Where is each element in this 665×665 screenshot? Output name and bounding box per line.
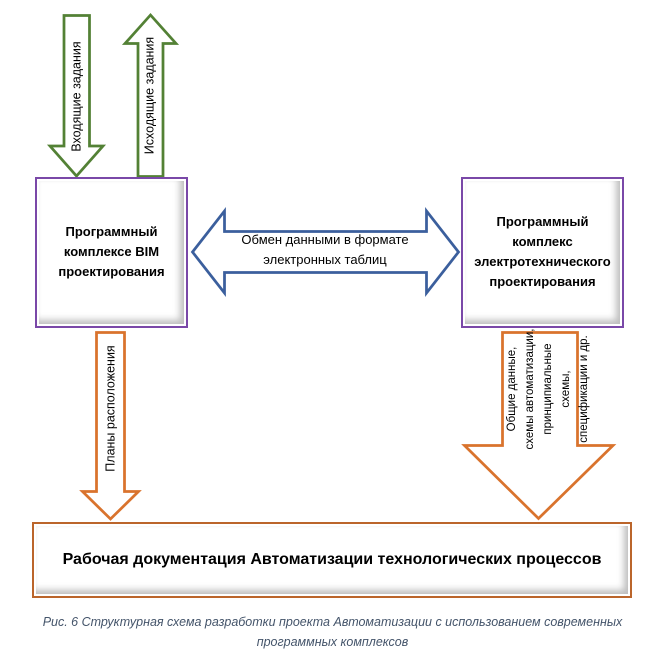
figure-caption: Рис. 6 Структурная схема разработки прое… (42, 615, 623, 649)
outgoing-tasks-up-arrow (121, 12, 180, 178)
working-documentation-box-label: Рабочая документация Автоматизации техно… (62, 551, 602, 568)
plans-label: Планы расположения (103, 345, 118, 472)
incoming-tasks-down-arrow (46, 14, 107, 179)
plans-down-arrow (79, 331, 142, 521)
electro-software-box-label: Программный комплекс электротехнического… (474, 213, 611, 289)
data-exchange-label: Обмен данными в формате электронных табл… (241, 232, 409, 267)
outgoing-tasks-label: Исходящие задания (142, 36, 157, 155)
outputs-down-arrow (461, 331, 617, 521)
bim-software-box: Программный комплексе BIM проектирования (35, 177, 188, 328)
incoming-tasks-label: Входящие задания (69, 41, 84, 152)
data-exchange-double-arrow (190, 207, 461, 297)
electro-software-box: Программный комплекс электротехнического… (461, 177, 624, 328)
working-documentation-box: Рабочая документация Автоматизации техно… (32, 522, 632, 598)
bim-software-box-label: Программный комплексе BIM проектирования (58, 223, 165, 279)
outputs-label: Общие данные, схемы автоматизации, принц… (506, 328, 590, 450)
